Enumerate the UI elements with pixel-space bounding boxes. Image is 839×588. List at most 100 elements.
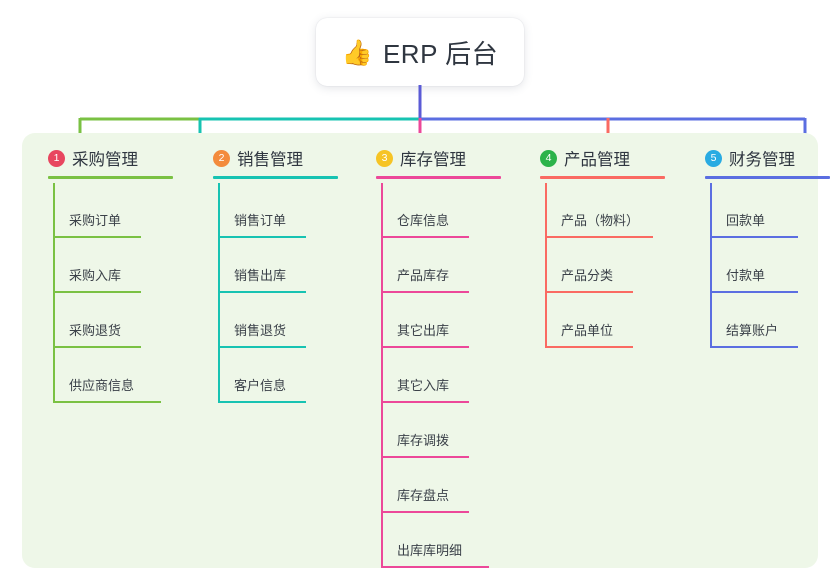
list-item[interactable]: 回款单 bbox=[710, 183, 839, 238]
list-item[interactable]: 采购退货 bbox=[53, 293, 190, 348]
column-rule-3 bbox=[376, 176, 501, 179]
column-spine-3 bbox=[381, 183, 383, 568]
root-node-label: ERP 后台 bbox=[382, 38, 499, 69]
column-rule-4 bbox=[540, 176, 665, 179]
column-2: 2 销售管理销售订单销售出库销售退货客户信息 bbox=[195, 145, 355, 403]
list-item[interactable]: 出库库明细 bbox=[381, 513, 518, 568]
list-item[interactable]: 客户信息 bbox=[218, 348, 355, 403]
list-item-label: 库存调拨 bbox=[397, 433, 450, 448]
list-item-label: 产品库存 bbox=[397, 268, 450, 283]
list-item[interactable]: 其它出库 bbox=[381, 293, 518, 348]
list-item[interactable]: 仓库信息 bbox=[381, 183, 518, 238]
list-item-rule bbox=[381, 511, 469, 513]
list-item-rule bbox=[381, 456, 469, 458]
list-item[interactable]: 产品分类 bbox=[545, 238, 682, 293]
list-item-label: 回款单 bbox=[726, 213, 766, 228]
column-title-2: 销售管理 bbox=[237, 151, 303, 169]
root-node-card[interactable]: 👍 ERP 后台 bbox=[316, 18, 524, 86]
list-item-rule bbox=[381, 236, 469, 238]
list-item-rule bbox=[53, 401, 161, 403]
column-header-4[interactable]: 4 产品管理 bbox=[522, 145, 682, 171]
column-title-3: 库存管理 bbox=[400, 151, 466, 169]
column-rule-1 bbox=[48, 176, 173, 179]
list-item-label: 产品分类 bbox=[561, 268, 614, 283]
list-item-label: 其它出库 bbox=[397, 323, 450, 338]
column-items-2: 销售订单销售出库销售退货客户信息 bbox=[195, 183, 355, 403]
list-item[interactable]: 产品库存 bbox=[381, 238, 518, 293]
list-item-label: 其它入库 bbox=[397, 378, 450, 393]
list-item-label: 出库库明细 bbox=[397, 543, 463, 558]
list-item-rule bbox=[545, 346, 633, 348]
column-items-3: 仓库信息产品库存其它出库其它入库库存调拨库存盘点出库库明细 bbox=[358, 183, 518, 568]
list-item[interactable]: 产品（物料） bbox=[545, 183, 682, 238]
diagram-panel bbox=[22, 133, 818, 568]
list-item[interactable]: 销售订单 bbox=[218, 183, 355, 238]
column-header-2[interactable]: 2 销售管理 bbox=[195, 145, 355, 171]
column-spine-1 bbox=[53, 183, 55, 403]
list-item-rule bbox=[218, 291, 306, 293]
column-items-4: 产品（物料） 产品分类产品单位 bbox=[522, 183, 682, 348]
column-title-5: 财务管理 bbox=[729, 151, 795, 169]
column-items-5: 回款单付款单结算账户 bbox=[687, 183, 839, 348]
column-3: 3 库存管理仓库信息产品库存其它出库其它入库库存调拨库存盘点出库库明细 bbox=[358, 145, 518, 568]
list-item-rule bbox=[381, 291, 469, 293]
list-item-label: 客户信息 bbox=[234, 378, 287, 393]
list-item-label: 销售退货 bbox=[234, 323, 287, 338]
list-item[interactable]: 付款单 bbox=[710, 238, 839, 293]
list-item-label: 采购订单 bbox=[69, 213, 122, 228]
column-header-5[interactable]: 5 财务管理 bbox=[687, 145, 839, 171]
list-item-rule bbox=[710, 236, 798, 238]
list-item[interactable]: 结算账户 bbox=[710, 293, 839, 348]
list-item-label: 采购入库 bbox=[69, 268, 122, 283]
column-5: 5 财务管理回款单付款单结算账户 bbox=[687, 145, 839, 348]
list-item-rule bbox=[381, 401, 469, 403]
column-title-1: 采购管理 bbox=[72, 151, 138, 169]
list-item-rule bbox=[381, 346, 469, 348]
list-item[interactable]: 采购入库 bbox=[53, 238, 190, 293]
list-item-label: 销售出库 bbox=[234, 268, 287, 283]
list-item-rule bbox=[53, 236, 141, 238]
list-item[interactable]: 供应商信息 bbox=[53, 348, 190, 403]
list-item[interactable]: 库存盘点 bbox=[381, 458, 518, 513]
list-item-label: 采购退货 bbox=[69, 323, 122, 338]
column-badge-5: 5 bbox=[705, 149, 722, 167]
list-item[interactable]: 库存调拨 bbox=[381, 403, 518, 458]
list-item-label: 库存盘点 bbox=[397, 488, 450, 503]
list-item[interactable]: 采购订单 bbox=[53, 183, 190, 238]
list-item[interactable]: 销售出库 bbox=[218, 238, 355, 293]
list-item[interactable]: 产品单位 bbox=[545, 293, 682, 348]
column-spine-2 bbox=[218, 183, 220, 403]
thumbs-up-icon: 👍 bbox=[341, 38, 373, 67]
list-item-rule bbox=[381, 566, 489, 568]
column-title-4: 产品管理 bbox=[564, 151, 630, 169]
list-item-label: 供应商信息 bbox=[69, 378, 135, 393]
list-item-label: 销售订单 bbox=[234, 213, 287, 228]
list-item-rule bbox=[218, 236, 306, 238]
column-spine-4 bbox=[545, 183, 547, 348]
column-badge-4: 4 bbox=[540, 149, 557, 167]
column-badge-2: 2 bbox=[213, 149, 230, 167]
list-item-label: 产品（物料） bbox=[561, 213, 640, 228]
list-item-label: 仓库信息 bbox=[397, 213, 450, 228]
list-item-rule bbox=[53, 346, 141, 348]
list-item-rule bbox=[710, 346, 798, 348]
column-header-3[interactable]: 3 库存管理 bbox=[358, 145, 518, 171]
list-item-rule bbox=[53, 291, 141, 293]
list-item-label: 产品单位 bbox=[561, 323, 614, 338]
list-item-rule bbox=[545, 291, 633, 293]
list-item-label: 付款单 bbox=[726, 268, 766, 283]
list-item-rule bbox=[218, 346, 306, 348]
list-item-label: 结算账户 bbox=[726, 323, 779, 338]
column-items-1: 采购订单采购入库采购退货供应商信息 bbox=[30, 183, 190, 403]
column-badge-3: 3 bbox=[376, 149, 393, 167]
column-rule-5 bbox=[705, 176, 830, 179]
list-item-rule bbox=[218, 401, 306, 403]
list-item-rule bbox=[710, 291, 798, 293]
column-4: 4 产品管理产品（物料） 产品分类产品单位 bbox=[522, 145, 682, 348]
list-item[interactable]: 其它入库 bbox=[381, 348, 518, 403]
list-item-rule bbox=[545, 236, 653, 238]
list-item[interactable]: 销售退货 bbox=[218, 293, 355, 348]
